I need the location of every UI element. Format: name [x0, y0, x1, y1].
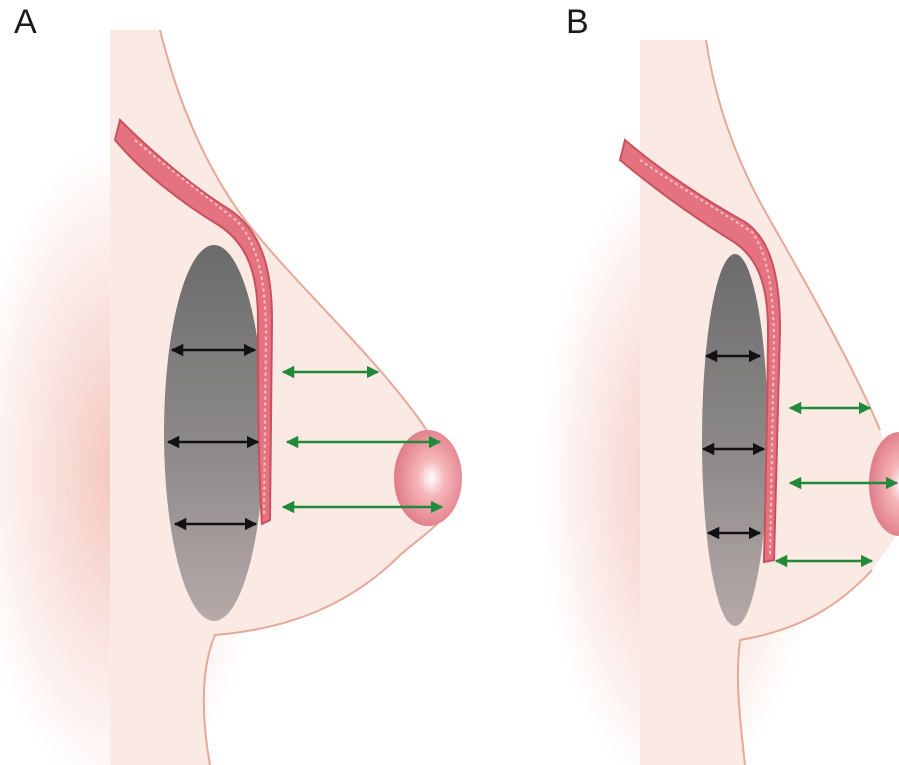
implant — [164, 245, 264, 621]
nipple — [394, 430, 462, 526]
panel-a — [0, 30, 462, 765]
implant — [702, 254, 768, 626]
panel-b — [540, 40, 899, 765]
